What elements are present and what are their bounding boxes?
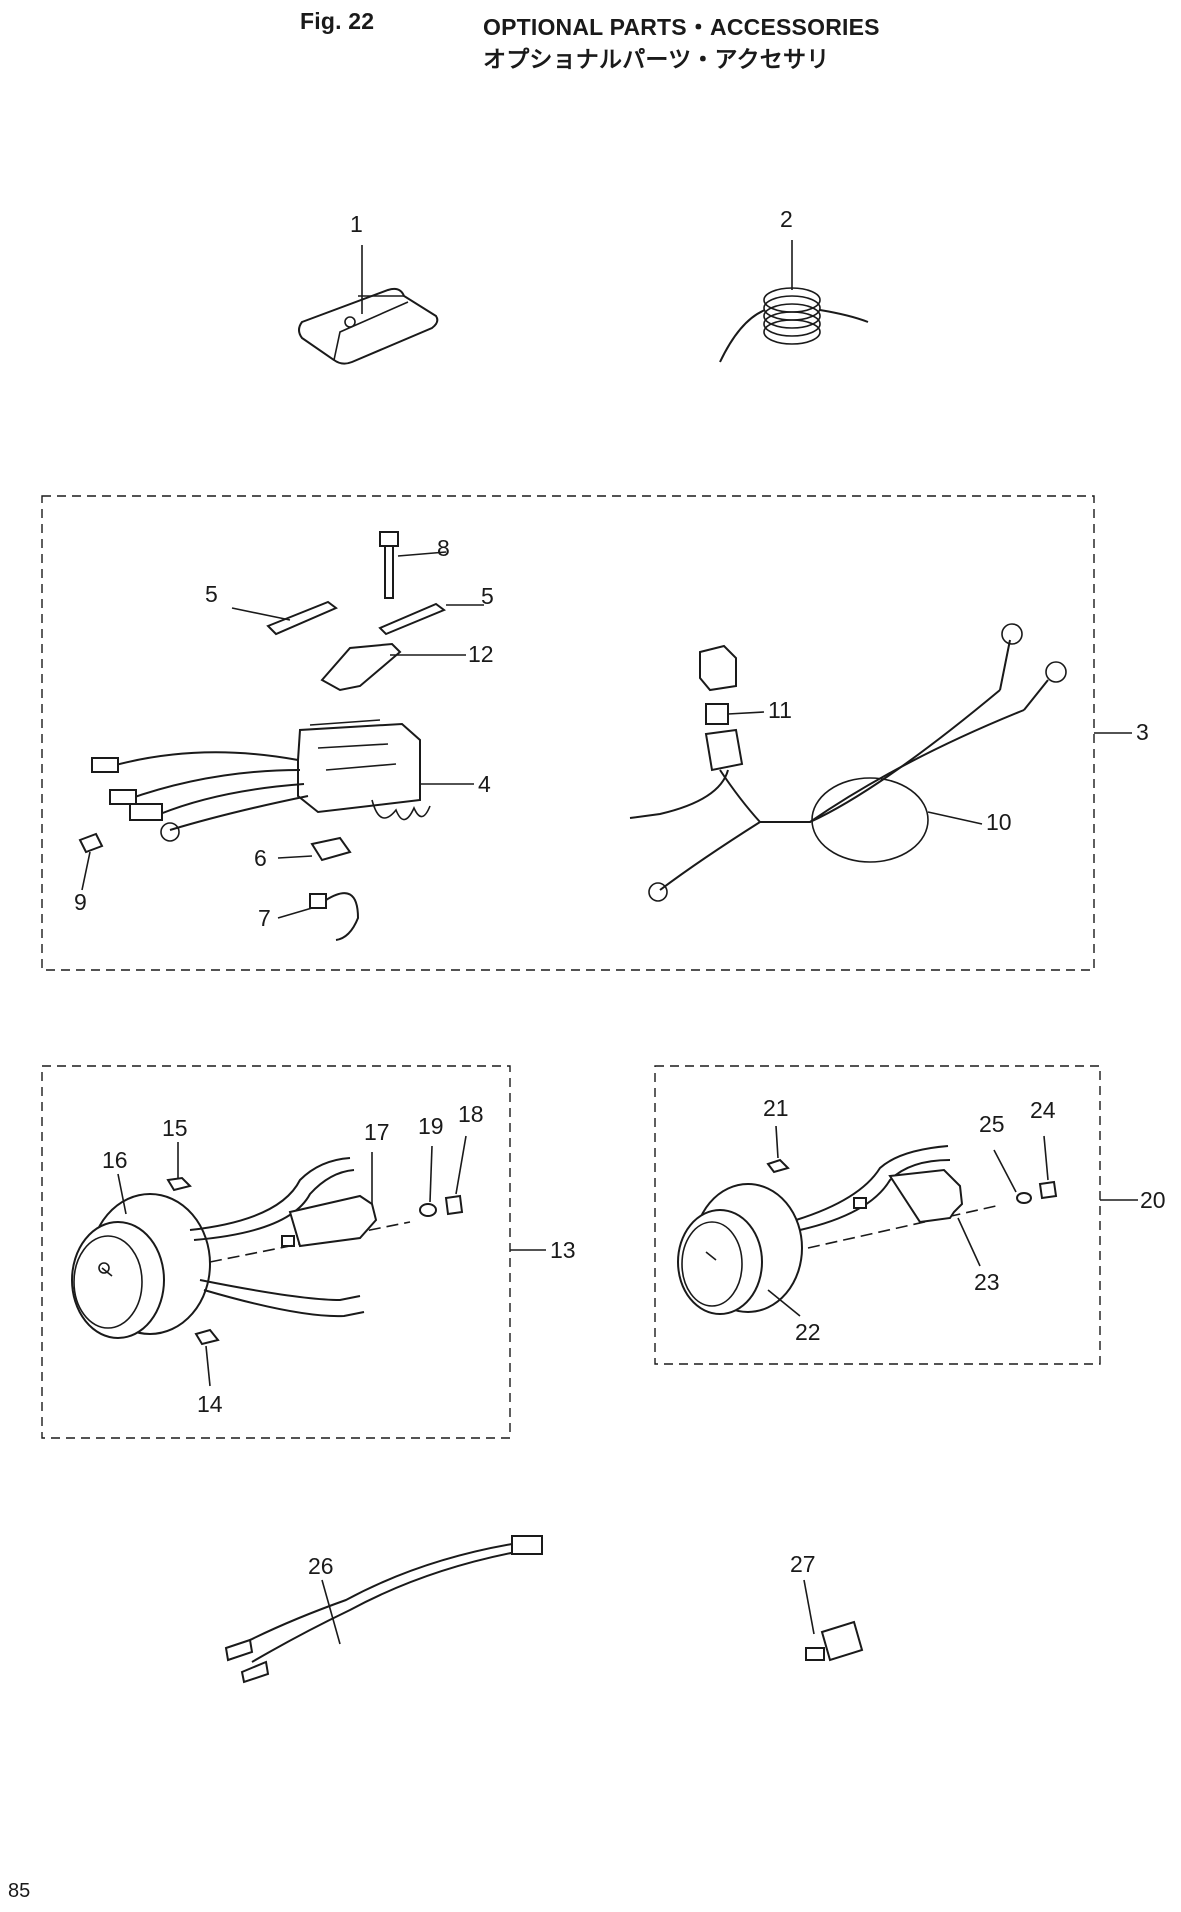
kit-box-13: [41, 1065, 511, 1439]
part-5-plate-left: [266, 600, 338, 636]
callout-7: 7: [258, 905, 271, 931]
part-27-fitting: [805, 1620, 864, 1662]
part-26-cable: [224, 1535, 543, 1684]
part-1-pouch: [298, 287, 439, 365]
kit-box-20: [654, 1065, 1101, 1365]
part-16-meter: [71, 1193, 211, 1339]
callout-25: 25: [979, 1111, 1005, 1137]
part-19-washer: [419, 1203, 437, 1217]
callout-19: 19: [418, 1113, 444, 1139]
part-5-plate-right: [378, 602, 447, 636]
part-12-bracket: [320, 642, 402, 692]
part-21-bulb: [766, 1158, 790, 1174]
callout-13: 13: [550, 1237, 576, 1263]
callout-2: 2: [780, 206, 793, 232]
callout-4: 4: [478, 771, 491, 797]
title-japanese: オプショナルパーツ・アクセサリ: [483, 47, 830, 73]
callout-18: 18: [458, 1101, 484, 1127]
page-number: 85: [8, 1880, 31, 1902]
callout-26: 26: [308, 1553, 334, 1579]
figure-number: Fig. 22: [300, 8, 375, 34]
callout-6: 6: [254, 845, 267, 871]
title-english: OPTIONAL PARTS・ACCESSORIES: [483, 14, 880, 40]
kit-box-3: [41, 495, 1095, 971]
part-9-grommet: [78, 832, 104, 854]
callout-24: 24: [1030, 1097, 1056, 1123]
callout-14: 14: [197, 1391, 223, 1417]
part-20-meter-wiring: [795, 1145, 997, 1249]
part-6-cap: [310, 836, 352, 862]
part-15-bulb: [166, 1176, 192, 1192]
part-11-fuse-holder: [699, 644, 744, 772]
part-2-coil: [719, 287, 869, 363]
callout-23: 23: [974, 1269, 1000, 1295]
part-4-regulator: [91, 719, 431, 842]
callout-27: 27: [790, 1551, 816, 1577]
callout-16: 16: [102, 1147, 128, 1173]
callout-20: 20: [1140, 1187, 1166, 1213]
callout-9: 9: [74, 889, 87, 915]
part-23-bracket: [888, 1168, 964, 1224]
callout-3: 3: [1136, 719, 1149, 745]
part-7-cable-tie: [309, 892, 360, 941]
callout-8: 8: [437, 535, 450, 561]
part-10-wire-harness: [629, 623, 1067, 902]
part-24-nut: [1038, 1180, 1058, 1200]
part-18-nut: [444, 1194, 464, 1216]
part-22-meter: [677, 1183, 803, 1315]
callout-21: 21: [763, 1095, 789, 1121]
part-25-washer: [1016, 1192, 1032, 1204]
callout-17: 17: [364, 1119, 390, 1145]
part-8-bolt: [379, 531, 399, 599]
callout-10: 10: [986, 809, 1012, 835]
part-17-bracket: [288, 1194, 378, 1248]
callout-5-right: 5: [481, 583, 494, 609]
callout-12: 12: [468, 641, 494, 667]
part-14-bulb: [194, 1328, 220, 1346]
callout-15: 15: [162, 1115, 188, 1141]
callout-1: 1: [350, 211, 363, 237]
callout-22: 22: [795, 1319, 821, 1345]
callout-5-left: 5: [205, 581, 218, 607]
callout-11: 11: [768, 697, 792, 723]
